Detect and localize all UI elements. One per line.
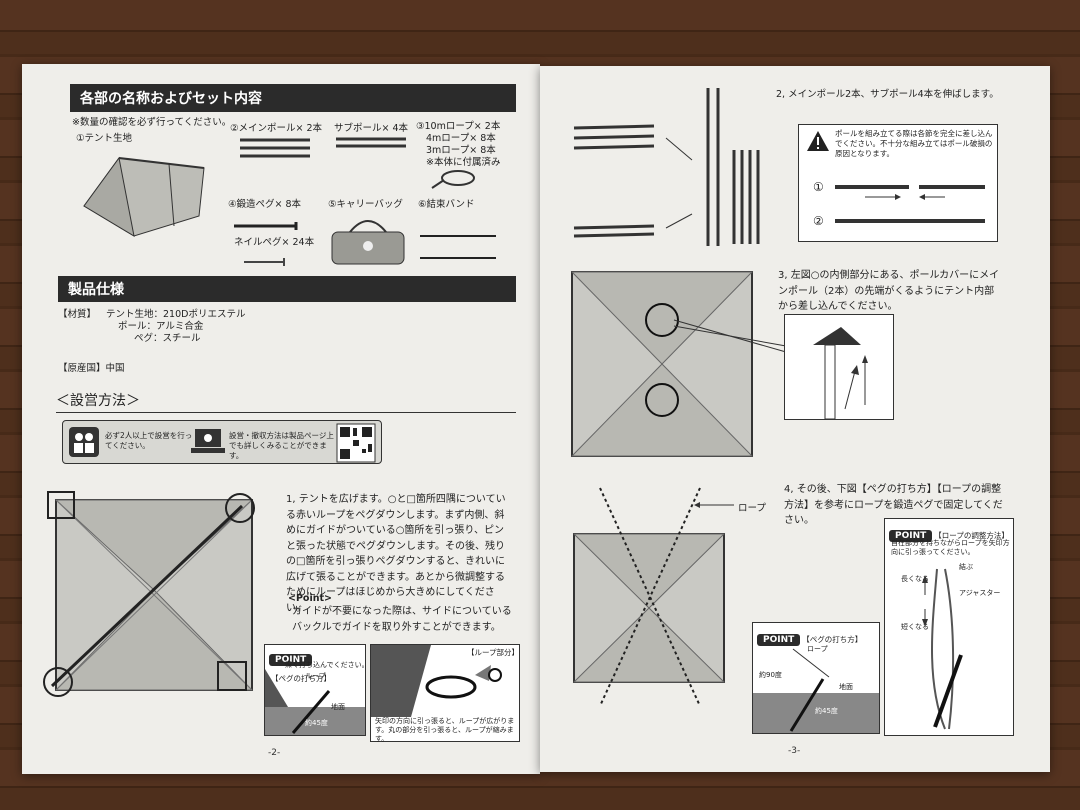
loop-caption: 矢印の方向に引っ張ると、ループが広がります。丸の部分を引っ張ると、ループが縮みま… [375, 717, 515, 744]
peg-point-box: POINT 【ペグの打ち方】 深く打ち込んでください。 ループ 地面 約45度 [264, 644, 369, 736]
pole-joined-diagram [835, 219, 985, 223]
part-forged-peg: ④鍛造ペグ× 8本 [228, 199, 302, 210]
rope-adjuster-illustration [922, 568, 963, 730]
part-sub-pole: サブポール× 4本 [334, 123, 409, 134]
warning-step2-number: ② [813, 214, 824, 228]
point-heading: <Point> [288, 593, 332, 604]
rope-longer-label: 長くなる [901, 575, 929, 583]
part-rope-3m: 3mロープ× 8本 [426, 145, 496, 156]
point-tag: POINT [757, 634, 801, 646]
peg-rope-label: ロープ [807, 645, 828, 653]
spec-peg: ペグ：スチール [134, 333, 201, 344]
tent-illustration [83, 156, 205, 238]
peg-ground-label: 地面 [331, 703, 345, 711]
rope-coil-icon [431, 170, 475, 189]
peg-box-title: 【ペグの打ち方】 [271, 674, 331, 683]
pole-cover-diagram [570, 271, 754, 457]
manual-page-left: 各部の名称およびセット内容 ※数量の確認を必ず行ってください。 ①テント生地 ②… [22, 64, 540, 774]
carry-bag-illustration [331, 220, 405, 265]
peg-box-title: 【ペグの打ち方】 [802, 635, 863, 644]
forged-peg-illustration [234, 222, 298, 230]
rope-box-title: 【ロープの調整方法】 [934, 531, 1009, 540]
rope-box-header: POINT【ロープの調整方法】 [889, 523, 1009, 542]
tent-layout-diagram [43, 491, 255, 697]
peg-angle-illustration [265, 669, 365, 735]
pole-joint-insert-diagram [835, 185, 985, 200]
guy-rope-layout-diagram [572, 487, 726, 707]
step2-text: 2, メインポール2本、サブポール4本を伸ばします。 [776, 89, 999, 100]
rope-adjuster-label: アジャスター [959, 589, 1001, 597]
step3-text: 3, 左図○の内側部分にある、ポールカバーにメインポール（2本）の先端がくるよう… [778, 270, 1000, 312]
spec-pole: ポール：アルミ合金 [118, 321, 204, 332]
divider [56, 412, 516, 413]
sub-pole-illustration [336, 137, 406, 148]
section-header-specs: 製品仕様 [58, 276, 516, 302]
rope-adjust-point-box: POINT【ロープの調整方法】 自在部分を持ちながらロープを矢印方向に引っ張って… [884, 518, 1014, 736]
rope-shorter-label: 短くなる [901, 623, 929, 631]
warning-text: ポールを組み立てる際は各節を完全に差し込んでください。不十分な組み立てはポール破… [835, 129, 993, 158]
peg-loop-label: ループ [305, 672, 326, 680]
qr-code-icon [336, 423, 376, 463]
rope-box-desc: 自在部分を持ちながらロープを矢印方向に引っ張ってください。 [891, 539, 1010, 557]
section-title: 各部の名称およびセット内容 [80, 91, 262, 107]
peg-box-header: POINT【ペグの打ち方】 [757, 627, 862, 646]
section-header-parts: 各部の名称およびセット内容 [70, 84, 516, 112]
pole-insert-detail-box [784, 314, 894, 420]
band-illustration [420, 235, 496, 259]
callout-lines [673, 319, 787, 353]
part-band: ⑥結束バンド [418, 199, 475, 210]
spec-fabric: テント生地：210Dポリエステル [106, 309, 246, 320]
notice-web: 設営・撤収方法は製品ページ上でも詳しくみることができます。 [229, 431, 334, 460]
spec-material-label: 【材質】 [58, 309, 97, 320]
two-people-icon [69, 427, 99, 457]
warning-triangle-icon [807, 131, 829, 151]
loop-box-title: 【ループ部分】 [467, 648, 520, 657]
attached-note: ※本体に付属済み [426, 157, 501, 168]
notice-bar: 必ず2人以上で設営を行ってください。 設営・撤収方法は製品ページ上でも詳しくみる… [62, 420, 382, 464]
manual-page-right: 2, メインポール2本、サブポール4本を伸ばします。 ポールを組み立てる際は各節… [540, 66, 1050, 772]
step1-text: 1, テントを広げます。○と□箇所四隅についている赤いループをペグダウンします。… [286, 494, 506, 614]
notice-people: 必ず2人以上で設営を行ってください。 [105, 431, 193, 450]
page-number: -3- [788, 746, 801, 756]
page-number: -2- [268, 748, 281, 758]
laptop-icon [191, 429, 225, 453]
peg-ground-label: 地面 [839, 683, 853, 691]
point-text: ガイドが不要になった際は、サイドについているバックルでガイドを取り外すことができ… [292, 606, 512, 633]
pole-insert-illustration [813, 327, 868, 420]
loop-point-box: 【ループ部分】 矢印の方向に引っ張ると、ループが広がります。丸の部分を引っ張ると… [370, 644, 520, 744]
section-title: 製品仕様 [68, 282, 124, 298]
point-tag: POINT [269, 654, 313, 666]
check-note: ※数量の確認を必ず行ってください。 [72, 117, 232, 128]
part-tent-fabric: ①テント生地 [76, 133, 133, 144]
warning-step1-number: ① [813, 180, 824, 194]
part-nail-peg: ネイルペグ× 24本 [234, 237, 315, 248]
part-carry-bag: ⑤キャリーバッグ [328, 199, 403, 210]
point-tag: POINT [889, 530, 933, 542]
spec-origin: 【原産国】中国 [58, 363, 125, 374]
warning-box: ポールを組み立てる際は各節を完全に差し込んでください。不十分な組み立てはポール破… [798, 124, 998, 242]
peg-angle90-label: 約90度 [759, 671, 782, 679]
part-rope-10m: ③10mロープ× 2本 [416, 121, 501, 132]
rope-tie-label: 結ぶ [959, 563, 973, 571]
section-setup-title: ＜設営方法＞ [56, 393, 140, 409]
main-pole-illustration [240, 138, 310, 158]
peg-angle-label: 約45度 [305, 719, 328, 727]
part-rope-4m: 4mロープ× 8本 [426, 133, 496, 144]
peg-point-box-right: POINT【ペグの打ち方】 ロープ 約90度 地面 約45度 [752, 622, 880, 734]
nail-peg-illustration [244, 258, 285, 266]
peg-angle-illustration-right [753, 648, 879, 733]
loop-illustration [371, 645, 502, 717]
peg-angle45-label: 約45度 [815, 707, 838, 715]
peg-deep-note: 深く打ち込んでください。 [285, 661, 369, 669]
peg-box-header: POINT 【ペグの打ち方】 [269, 647, 365, 685]
pole-extension-diagram [573, 88, 760, 246]
rope-pointer-arrow [694, 502, 734, 508]
step4-text: 4, その後、下図【ペグの打ち方】【ロープの調整方法】を参考にロープを鍛造ペグで… [784, 484, 1003, 526]
part-main-pole: ②メインポール× 2本 [230, 123, 323, 134]
rope-label: ロープ [738, 503, 766, 514]
